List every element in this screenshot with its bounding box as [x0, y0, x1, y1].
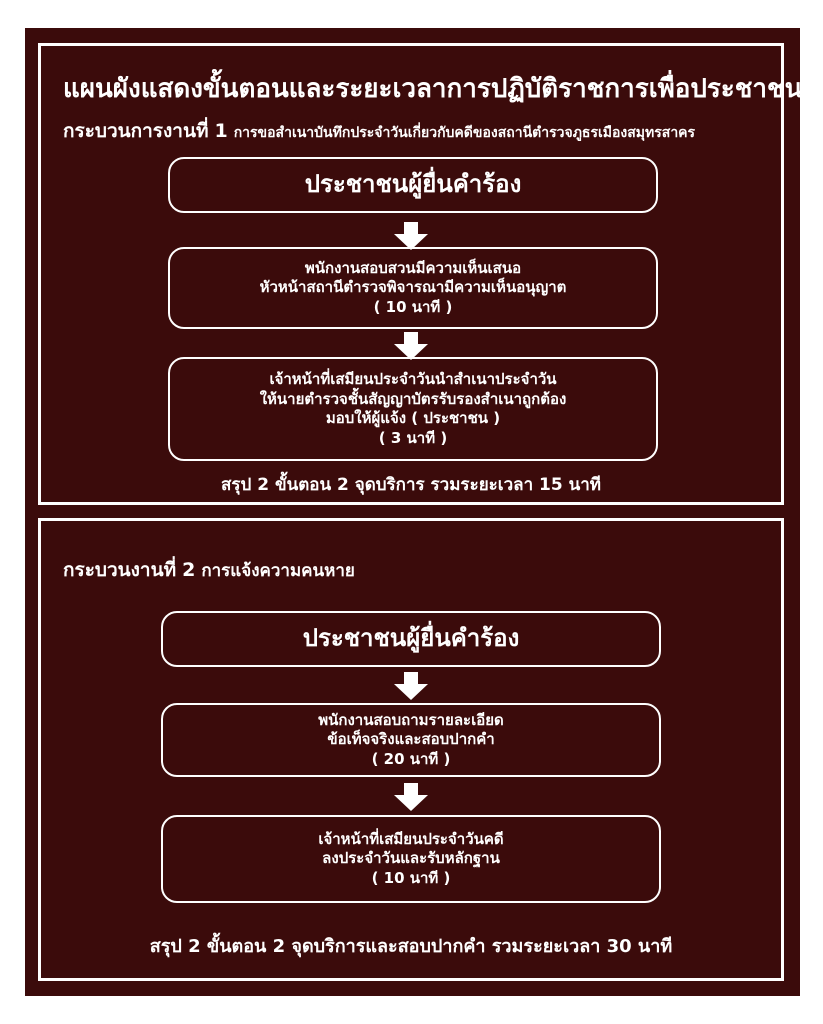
process-2-step-1: ประชาชนผู้ยื่นคำร้อง — [161, 611, 661, 667]
step-text: ประชาชนผู้ยื่นคำร้อง — [304, 170, 522, 199]
process-1-number: 1 — [214, 120, 228, 142]
step-duration: ( 10 นาที ) — [371, 868, 451, 887]
process-2-number: 2 — [182, 559, 196, 581]
down-arrow-icon — [394, 783, 428, 811]
down-arrow-icon — [394, 222, 428, 250]
flowchart-board: แผนผังแสดงขั้นตอนและระยะเวลาการปฏิบัติรา… — [25, 28, 803, 996]
step-duration: ( 3 นาที ) — [378, 428, 448, 447]
step-text: มอบให้ผู้แจ้ง ( ประชาชน ) — [325, 409, 501, 427]
step-text: หัวหน้าสถานีตำรวจพิจารณามีความเห็นอนุญาต — [259, 278, 567, 297]
process-1-step-2: พนักงานสอบสวนมีความเห็นเสนอ หัวหน้าสถานี… — [168, 247, 658, 329]
process-1-heading: กระบวนการงานที่1 การขอสำเนาบันทึกประจำวัน… — [63, 116, 695, 146]
step-duration: ( 20 นาที ) — [371, 749, 451, 768]
step-text: ข้อเท็จจริงและสอบปากคำ — [327, 730, 495, 749]
process-2-description: การแจ้งความคนหาย — [201, 561, 355, 581]
step-text: พนักงานสอบถามรายละเอียด — [318, 710, 504, 729]
step-text: เจ้าหน้าที่เสมียนประจำวันคดี — [318, 829, 504, 848]
process-1-step-1: ประชาชนผู้ยื่นคำร้อง — [168, 157, 658, 213]
process-1-step-3: เจ้าหน้าที่เสมียนประจำวันนำสำเนาประจำวัน… — [168, 357, 658, 461]
page-title: แผนผังแสดงขั้นตอนและระยะเวลาการปฏิบัติรา… — [63, 74, 803, 104]
step-text: พนักงานสอบสวนมีความเห็นเสนอ — [304, 258, 522, 277]
down-arrow-icon — [394, 332, 428, 360]
process-1-panel: แผนผังแสดงขั้นตอนและระยะเวลาการปฏิบัติรา… — [38, 43, 803, 505]
process-1-description: การขอสำเนาบันทึกประจำวันเกี่ยวกับคดีของส… — [233, 125, 696, 141]
step-text: ให้นายตำรวจชั้นสัญญาบัตรรับรองสำเนาถูกต้… — [259, 389, 567, 408]
down-arrow-icon — [394, 672, 428, 700]
process-2-step-3: เจ้าหน้าที่เสมียนประจำวันคดี ลงประจำวันแ… — [161, 815, 661, 903]
process-1-label: กระบวนการงานที่ — [63, 120, 209, 142]
step-text: เจ้าหน้าที่เสมียนประจำวันนำสำเนาประจำวัน — [269, 370, 557, 388]
step-text: ลงประจำวันและรับหลักฐาน — [322, 849, 500, 868]
step-text: ประชาชนผู้ยื่นคำร้อง — [302, 624, 520, 653]
process-1-summary: สรุป 2 ขั้นตอน 2 จุดบริการ รวมระยะเวลา 1… — [221, 475, 601, 495]
process-2-step-2: พนักงานสอบถามรายละเอียด ข้อเท็จจริงและสอ… — [161, 703, 661, 777]
process-2-summary: สรุป 2 ขั้นตอน 2 จุดบริการและสอบปากคำ รว… — [149, 936, 673, 957]
step-duration: ( 10 นาที ) — [373, 297, 453, 316]
process-2-label: กระบวนงานที่ — [63, 559, 177, 581]
